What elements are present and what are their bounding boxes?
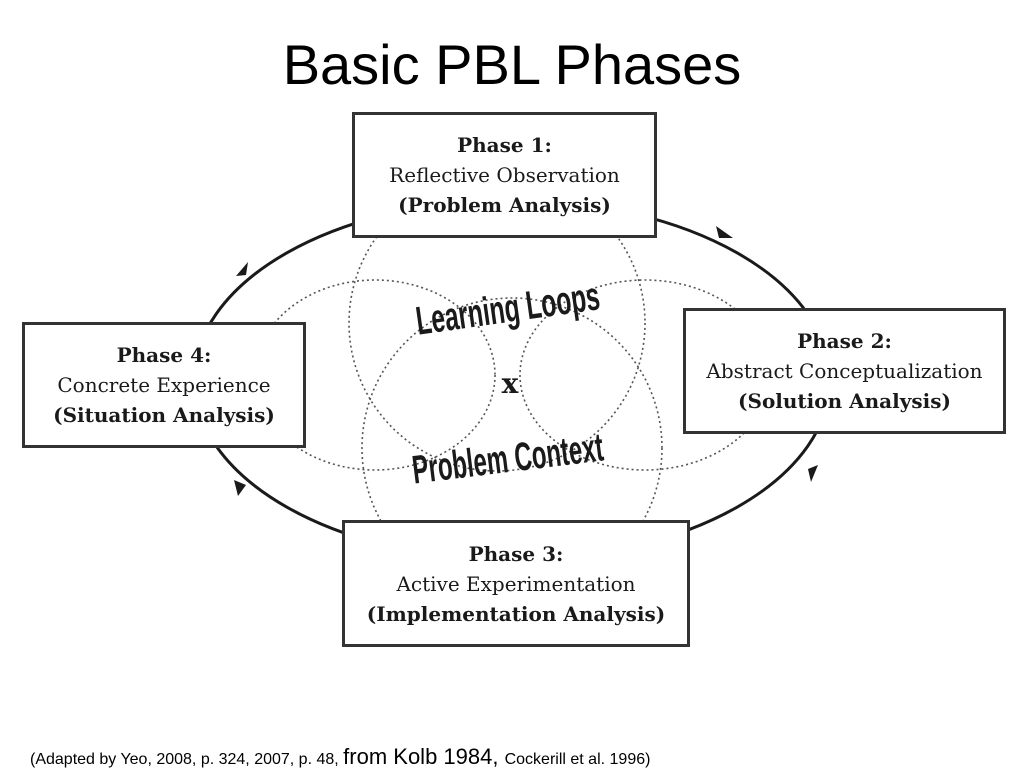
- loop-ellipse-left: [254, 279, 496, 471]
- arrow-top-right: [716, 226, 733, 238]
- citation-footer: (Adapted by Yeo, 2008, p. 324, 2007, p. …: [30, 744, 1020, 770]
- phase-2-analysis: (Solution Analysis): [738, 389, 951, 413]
- loop-circle-top: [348, 174, 646, 472]
- phase-3-analysis: (Implementation Analysis): [366, 601, 666, 626]
- phase-3-name: Active Experimentation: [396, 571, 636, 596]
- phase-2-box: Phase 2: Abstract Conceptualization (Sol…: [683, 308, 1006, 434]
- phase-4-analysis: (Situation Analysis): [53, 403, 275, 427]
- phase-4-name: Concrete Experience: [57, 373, 271, 397]
- phase-2-title: Phase 2:: [797, 329, 892, 353]
- phase-3-title: Phase 3:: [468, 541, 564, 566]
- problem-context-label: Problem Context: [410, 425, 606, 492]
- citation-part-3: Cockerill et al. 1996): [504, 751, 651, 768]
- phase-1-analysis: (Problem Analysis): [398, 193, 611, 217]
- phase-2-name: Abstract Conceptualization: [706, 359, 983, 383]
- phase-3-box: Phase 3: Active Experimentation (Impleme…: [342, 520, 690, 647]
- page-title: Basic PBL Phases: [282, 33, 742, 96]
- arrow-top-left: [236, 262, 248, 276]
- operator-x: x: [502, 367, 519, 400]
- phase-4-title: Phase 4:: [116, 343, 212, 367]
- arrow-bottom-left: [234, 480, 246, 496]
- phase-1-title: Phase 1:: [457, 133, 552, 157]
- arrow-right: [808, 465, 818, 482]
- cycle-arrows: [234, 226, 818, 496]
- citation-part-1: (Adapted by Yeo, 2008, p. 324, 2007, p. …: [30, 751, 344, 768]
- phase-4-box: Phase 4: Concrete Experience (Situation …: [22, 322, 306, 448]
- learning-loops-label: Learning Loops: [413, 274, 602, 343]
- phase-1-name: Reflective Observation: [389, 163, 620, 187]
- phase-1-box: Phase 1: Reflective Observation (Problem…: [352, 112, 657, 238]
- citation-part-2: from Kolb 1984,: [343, 744, 505, 769]
